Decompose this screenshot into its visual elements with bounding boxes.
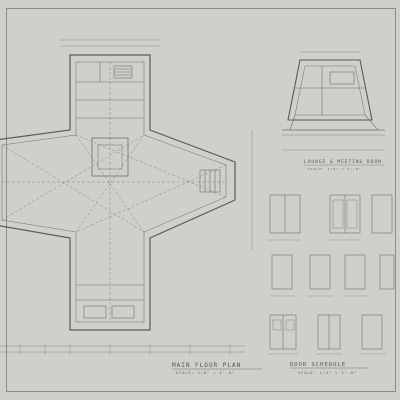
meeting-room-title: LOUNGE & MEETING ROOM	[304, 160, 382, 165]
main-floor-plan-title: MAIN FLOOR PLAN	[172, 362, 242, 369]
east-wing-fixtures	[199, 169, 221, 193]
dimension-lines	[0, 39, 253, 355]
plan-outer-wall	[0, 54, 236, 331]
door-schedule	[268, 194, 395, 355]
main-floor-plan	[0, 39, 253, 355]
plan-inner-wall	[1, 61, 227, 323]
north-wing-rooms	[76, 62, 144, 119]
door-schedule-title: DOOR SCHEDULE	[290, 362, 347, 368]
center-hearth	[91, 137, 129, 177]
south-wing-rooms	[76, 284, 144, 319]
meeting-room-section	[282, 51, 385, 151]
door-schedule-scale: SCALE: 1/4" = 1'-0"	[298, 371, 358, 375]
sheet-border	[6, 8, 396, 392]
main-floor-plan-scale: SCALE: 1/8" = 1'-0"	[176, 371, 236, 375]
meeting-room-scale: SCALE: 1/8" = 1'-0"	[308, 167, 362, 171]
roof-lines	[1, 62, 227, 322]
